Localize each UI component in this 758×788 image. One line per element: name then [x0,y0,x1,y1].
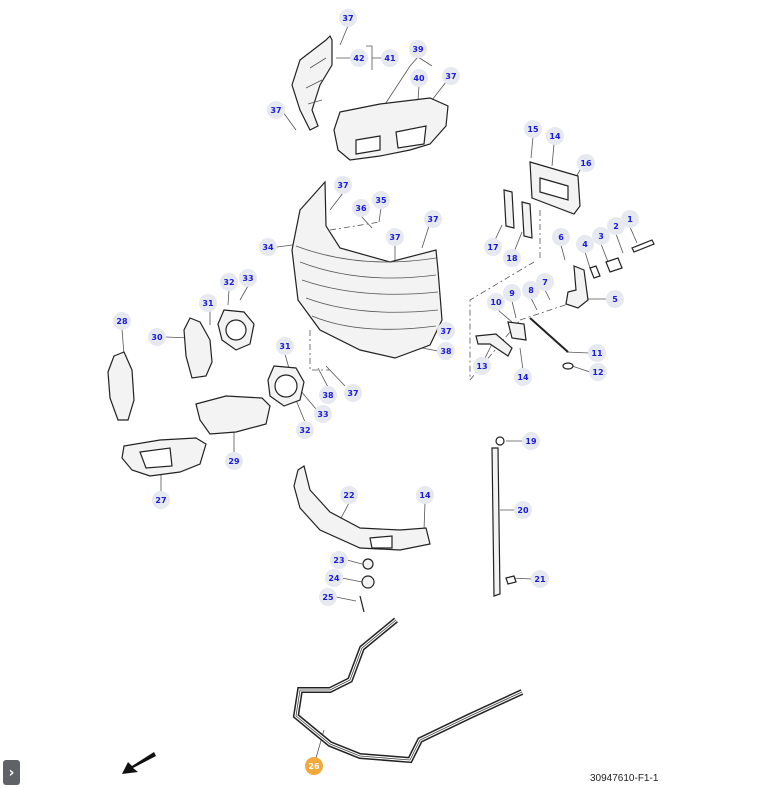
callout-37[interactable]: 37 [339,9,357,27]
callout-32[interactable]: 32 [220,273,238,291]
part-34-front-cover [291,180,443,359]
callout-34[interactable]: 34 [259,238,277,256]
callout-37[interactable]: 37 [344,384,362,402]
callout-21[interactable]: 21 [531,570,549,588]
callout-37[interactable]: 37 [334,176,352,194]
callout-36[interactable]: 36 [352,199,370,217]
part-20-gas-strut [491,436,517,597]
callout-28[interactable]: 28 [113,312,131,330]
callout-31[interactable]: 31 [199,294,217,312]
callout-27[interactable]: 27 [152,491,170,509]
callout-29[interactable]: 29 [225,452,243,470]
part-26-seal [292,617,524,764]
callout-35[interactable]: 35 [372,191,390,209]
callout-16[interactable]: 16 [577,154,595,172]
callout-40[interactable]: 40 [410,69,428,87]
callout-9[interactable]: 9 [503,284,521,302]
part-28-lamp-bracket [107,351,135,421]
callout-8[interactable]: 8 [522,281,540,299]
callout-22[interactable]: 22 [340,486,358,504]
orientation-arrow-icon [122,752,156,774]
leader-lines [121,25,638,759]
part-39-upper-housing [333,97,449,161]
callout-6[interactable]: 6 [552,228,570,246]
callout-37[interactable]: 37 [424,210,442,228]
callout-3[interactable]: 3 [592,227,610,245]
callout-7[interactable]: 7 [536,273,554,291]
callout-4[interactable]: 4 [576,235,594,253]
part-31-mount-ring [217,309,305,407]
callout-14[interactable]: 14 [546,127,564,145]
callout-14[interactable]: 14 [514,368,532,386]
callout-23[interactable]: 23 [330,551,348,569]
callout-37[interactable]: 37 [437,322,455,340]
callout-18[interactable]: 18 [503,249,521,267]
callout-33[interactable]: 33 [239,269,257,287]
part-17-18-brackets [503,189,533,239]
callout-15[interactable]: 15 [524,120,542,138]
callout-1[interactable]: 1 [621,210,639,228]
part-10-13-latch [475,317,574,370]
callout-42[interactable]: 42 [350,49,368,67]
callout-10[interactable]: 10 [487,293,505,311]
callout-24[interactable]: 24 [325,569,343,587]
figure-id: 30947610-F1-1 [590,773,659,784]
callout-31[interactable]: 31 [276,337,294,355]
callout-41[interactable]: 41 [381,49,399,67]
callout-25[interactable]: 25 [319,588,337,606]
part-5-bracket [565,239,655,309]
callout-13[interactable]: 13 [473,357,491,375]
callout-39[interactable]: 39 [409,40,427,58]
callout-14[interactable]: 14 [416,486,434,504]
callout-20[interactable]: 20 [514,501,532,519]
callout-26[interactable]: 26 [305,757,323,775]
callout-38[interactable]: 38 [437,342,455,360]
part-22-lower-beam [293,465,431,613]
part-30-lamp-housing [183,317,213,379]
part-16-plate [529,161,581,215]
callout-17[interactable]: 17 [484,238,502,256]
callout-30[interactable]: 30 [148,328,166,346]
callout-38[interactable]: 38 [319,386,337,404]
part-41-bracket [291,34,333,131]
expand-panel-button[interactable]: › [3,760,20,785]
callout-2[interactable]: 2 [607,217,625,235]
callout-33[interactable]: 33 [314,405,332,423]
part-27-headlamp [121,437,207,477]
callout-32[interactable]: 32 [296,421,314,439]
callout-11[interactable]: 11 [588,344,606,362]
callout-12[interactable]: 12 [589,363,607,381]
callout-37[interactable]: 37 [442,67,460,85]
callout-19[interactable]: 19 [522,432,540,450]
callout-37[interactable]: 37 [386,228,404,246]
callout-5[interactable]: 5 [606,290,624,308]
callout-37[interactable]: 37 [267,101,285,119]
part-29-lamp-mount [195,395,271,435]
